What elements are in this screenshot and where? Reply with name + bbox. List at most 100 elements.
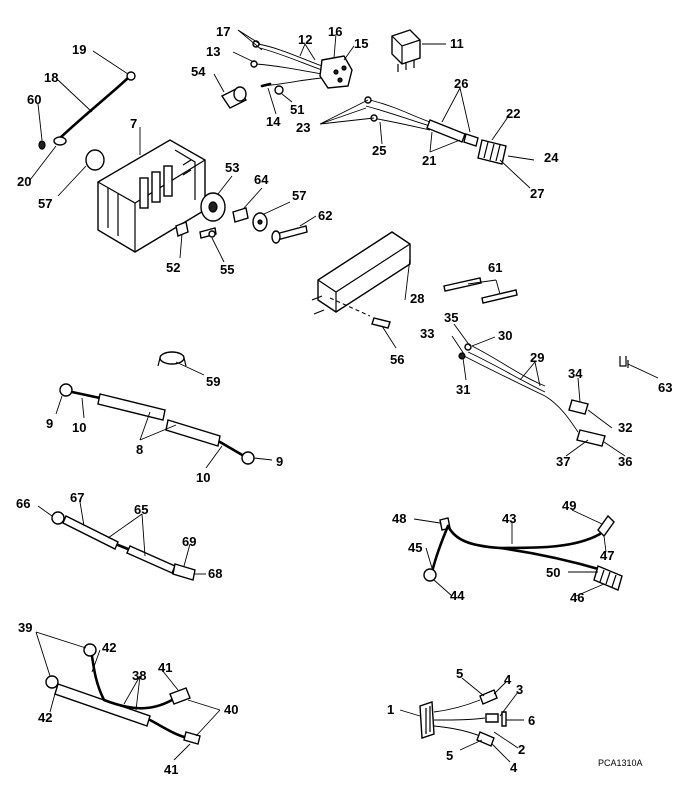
callout-5: 5 [446,748,453,763]
callout-60: 60 [27,92,41,107]
callout-13: 13 [206,44,220,59]
callout-62: 62 [318,208,332,223]
callout-7: 7 [130,116,137,131]
callout-1: 1 [387,702,394,717]
callout-26: 26 [454,76,468,91]
washer-57-right [252,212,268,232]
cable-8 [59,383,255,465]
callout-24: 24 [544,150,559,165]
callout-47: 47 [600,548,614,563]
sleeve-54 [220,86,248,109]
grommet-53 [200,192,226,222]
callout-42: 42 [38,710,52,725]
drawing-code: PCA1310A [598,758,643,768]
callout-49: 49 [562,498,576,513]
callout-53: 53 [225,160,239,175]
callout-57: 57 [38,196,52,211]
callout-2: 2 [518,742,525,757]
callout-35: 35 [444,310,458,325]
harness-21 [364,96,507,165]
callout-65: 65 [134,502,148,517]
leader-lines [29,29,659,763]
callout-11: 11 [450,36,464,51]
callout-3: 3 [516,682,523,697]
callout-57: 57 [292,188,306,203]
callout-14: 14 [266,114,281,129]
callout-9: 9 [46,416,53,431]
grommet-57-left [85,149,105,171]
callout-38: 38 [132,668,146,683]
callout-4: 4 [504,672,512,687]
callout-69: 69 [182,534,196,549]
callout-55: 55 [220,262,234,277]
harness-12 [250,40,353,89]
callout-63: 63 [658,380,672,395]
callout-41: 41 [164,762,178,777]
terminal-box-7 [97,139,206,253]
clip-63 [619,356,629,368]
callout-30: 30 [498,328,512,343]
callout-17: 17 [216,24,230,39]
callout-32: 32 [618,420,632,435]
callout-19: 19 [72,42,86,57]
relay-11 [391,29,421,72]
spacer-64 [232,207,249,223]
callout-33: 33 [420,326,434,341]
callout-10: 10 [72,420,86,435]
callout-5: 5 [456,666,463,681]
callout-15: 15 [354,36,368,51]
callout-29: 29 [530,350,544,365]
callout-36: 36 [618,454,632,469]
pin-14 [260,82,272,88]
callout-48: 48 [392,511,406,526]
callout-45: 45 [408,540,422,555]
callout-6: 6 [528,713,535,728]
pack-module-28 [311,231,411,317]
clip-52 [175,221,189,237]
callout-21: 21 [422,153,436,168]
callout-10: 10 [196,470,210,485]
callout-54: 54 [191,64,206,79]
callout-8: 8 [136,442,143,457]
screw-62 [271,225,308,244]
callout-25: 25 [372,143,386,158]
callout-64: 64 [254,172,269,187]
callout-42: 42 [102,640,116,655]
callout-31: 31 [456,382,470,397]
callout-22: 22 [506,106,520,121]
callout-67: 67 [70,490,84,505]
cable-38 [45,643,201,745]
callout-68: 68 [208,566,222,581]
callout-39: 39 [18,620,32,635]
lead-65 [51,511,196,581]
callout-labels: 19 18 60 20 57 7 17 12 16 15 13 54 14 51… [16,24,672,777]
callout-18: 18 [44,70,58,85]
callout-56: 56 [390,352,404,367]
callout-4: 4 [510,760,518,775]
clamp-59 [157,351,187,367]
callout-51: 51 [290,102,304,117]
callout-23: 23 [296,120,310,135]
callout-16: 16 [328,24,342,39]
callout-20: 20 [17,174,31,189]
callout-66: 66 [16,496,30,511]
callout-52: 52 [166,260,180,275]
screw-56 [371,317,391,329]
callout-34: 34 [568,366,583,381]
callout-61: 61 [488,260,502,275]
ground-wire-18 [38,71,136,150]
callout-37: 37 [556,454,570,469]
harness-43 [423,514,623,591]
screw-55 [199,227,217,239]
callout-9: 9 [276,454,283,469]
pins-61 [443,277,518,304]
callout-50: 50 [546,565,560,580]
callout-40: 40 [224,702,238,717]
callout-28: 28 [410,291,424,306]
callout-12: 12 [298,32,312,47]
callout-27: 27 [530,186,544,201]
callout-46: 46 [570,590,584,605]
callout-59: 59 [206,374,220,389]
callout-43: 43 [502,511,516,526]
